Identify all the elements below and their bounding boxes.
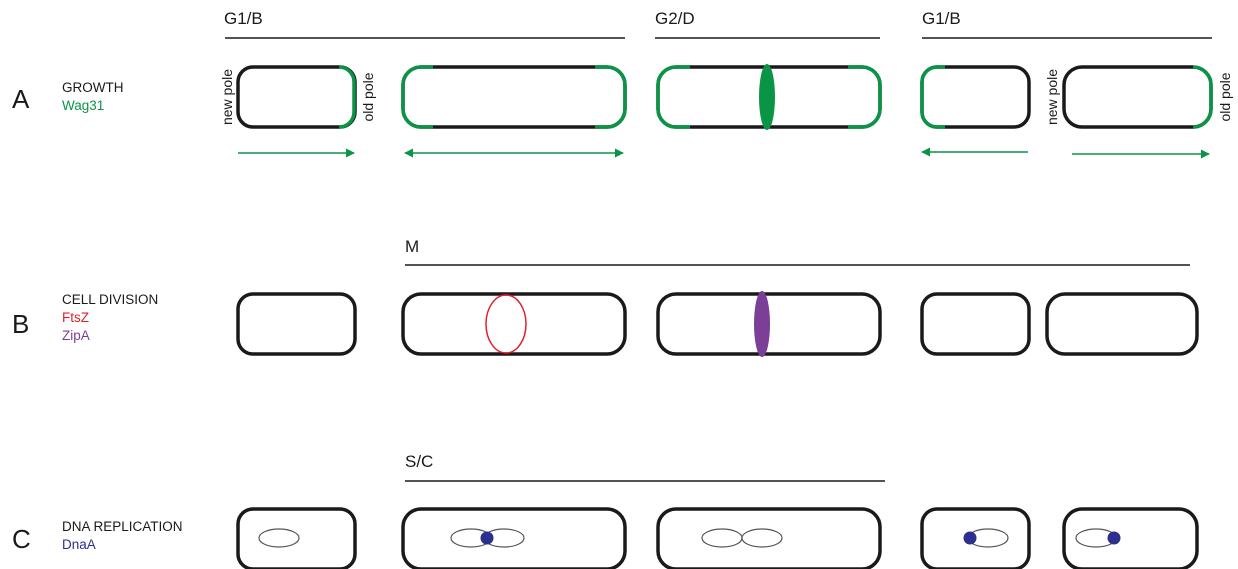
old-pole-label: old pole	[360, 72, 376, 121]
replication-cell-3	[656, 507, 882, 569]
replication-cell-2	[401, 507, 627, 569]
row-letter-c: C	[12, 524, 31, 554]
wag31-pole-cap-right	[848, 65, 882, 129]
phase-label-g1b-second: G1/B	[922, 9, 961, 28]
replication-cell-4	[920, 507, 1031, 569]
growth-cell-1	[236, 65, 357, 129]
wag31-new-pole-cap	[401, 65, 433, 129]
division-cell-4	[920, 292, 1031, 356]
protein-label-wag31: Wag31	[62, 98, 104, 113]
chromosome	[741, 528, 783, 548]
replication-cell-1	[236, 507, 357, 569]
row-title-dna-replication: DNA REPLICATION	[62, 519, 183, 534]
wag31-pole-cap-left	[656, 65, 690, 129]
old-pole-label: old pole	[1217, 72, 1233, 121]
dnaa-dot	[480, 531, 494, 545]
division-cell-5	[1045, 292, 1199, 356]
chromosome	[258, 528, 300, 548]
protein-label-ftsz: FtsZ	[62, 310, 89, 325]
zipa-band	[754, 291, 770, 357]
growth-cell-5	[1062, 65, 1213, 129]
chromosome	[701, 528, 743, 548]
replication-cell-5	[1062, 507, 1199, 569]
division-cell-1	[236, 292, 357, 356]
wag31-old-pole-cap	[338, 65, 356, 129]
new-pole-label: new pole	[219, 69, 235, 125]
phase-label-g2d: G2/D	[655, 9, 695, 28]
protein-label-zipa: ZipA	[62, 328, 90, 343]
row-title-growth: GROWTH	[62, 80, 124, 95]
ftsz-ring	[485, 294, 527, 354]
row-letter-b: B	[12, 309, 29, 339]
division-cell-3	[656, 292, 882, 356]
phase-label-m: M	[405, 237, 419, 256]
phase-label-g1b-first: G1/B	[224, 9, 263, 28]
protein-label-dnaa: DnaA	[62, 537, 96, 552]
wag31-old-pole-cap	[920, 65, 945, 129]
dnaa-dot	[963, 531, 977, 545]
phase-label-sc: S/C	[405, 452, 433, 471]
row-title-cell-division: CELL DIVISION	[62, 292, 158, 307]
wag31-old-pole-cap	[595, 65, 627, 129]
dnaa-dot	[1107, 531, 1121, 545]
new-pole-label: new pole	[1044, 69, 1060, 125]
growth-cell-2	[401, 65, 627, 129]
wag31-septum-band	[759, 64, 775, 130]
division-cell-2	[401, 292, 627, 356]
growth-cell-4	[920, 65, 1031, 129]
row-letter-a: A	[12, 84, 30, 114]
wag31-old-pole-cap	[1192, 65, 1213, 129]
